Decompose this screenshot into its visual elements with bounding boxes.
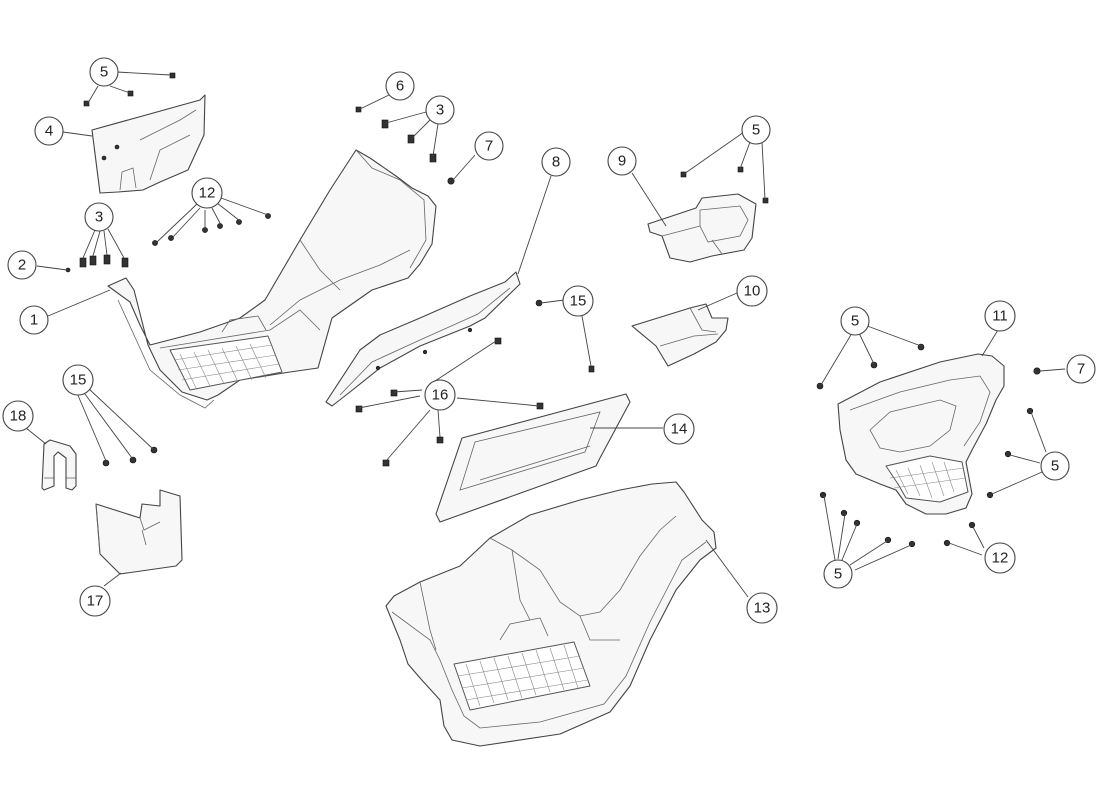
callout-18: 18 (2, 400, 34, 432)
callout-11: 11 (984, 300, 1016, 332)
callout-label: 6 (396, 78, 404, 95)
callout-12: 12 (984, 542, 1016, 574)
callout-5: 5 (1040, 451, 1070, 481)
callouts: 5 4 6 3 7 8 9 5 12 3 2 1 15 10 5 11 7 15… (2, 57, 1096, 624)
callout-15: 15 (562, 285, 594, 317)
callout-label: 7 (1077, 361, 1085, 378)
part-18-u-strap (41, 439, 77, 491)
callout-label: 3 (95, 209, 103, 226)
callout-label: 5 (752, 122, 760, 139)
callout-14: 14 (663, 413, 695, 445)
callout-5: 5 (89, 57, 119, 87)
callout-label: 18 (10, 408, 27, 425)
callout-1: 1 (19, 305, 49, 335)
callout-9: 9 (607, 146, 637, 176)
callout-5: 5 (823, 559, 853, 589)
callout-label: 3 (436, 102, 444, 119)
callout-label: 12 (199, 185, 216, 202)
callout-label: 12 (992, 550, 1009, 567)
callout-7: 7 (474, 131, 504, 161)
callout-label: 14 (671, 421, 688, 438)
callout-label: 13 (754, 600, 771, 617)
callout-5: 5 (741, 115, 771, 145)
part-10-cover-plate (631, 303, 729, 367)
callout-label: 15 (70, 372, 87, 389)
part-4-inner-panel (91, 94, 206, 194)
callout-3: 3 (425, 95, 455, 125)
callout-4: 4 (34, 116, 64, 146)
callout-label: 8 (552, 154, 560, 171)
callout-8: 8 (541, 147, 571, 177)
callout-label: 17 (87, 593, 104, 610)
callout-16: 16 (424, 379, 456, 411)
callout-label: 4 (45, 123, 53, 140)
callout-10: 10 (736, 275, 768, 307)
callout-7: 7 (1066, 354, 1096, 384)
callout-5: 5 (840, 306, 870, 336)
part-8-side-strip (325, 271, 521, 407)
callout-label: 5 (1051, 458, 1059, 475)
callout-label: 15 (570, 293, 587, 310)
callout-label: 16 (432, 387, 449, 404)
callout-2: 2 (7, 250, 37, 280)
part-11-right-floor-panel (837, 353, 1005, 515)
fasteners (65, 72, 1041, 548)
callout-label: 7 (485, 138, 493, 155)
callout-label: 5 (100, 64, 108, 81)
part-17-bin-bracket (95, 489, 183, 575)
callout-label: 2 (18, 257, 26, 274)
part-9-bracket-tray (647, 193, 757, 263)
callout-3: 3 (84, 202, 114, 232)
callout-label: 5 (834, 566, 842, 583)
part-1-left-floor-panel (107, 149, 437, 409)
callout-17: 17 (79, 585, 111, 617)
callout-label: 1 (30, 312, 38, 329)
callout-15: 15 (62, 364, 94, 396)
callout-label: 10 (744, 283, 761, 300)
callout-label: 5 (851, 313, 859, 330)
callout-label: 11 (992, 308, 1008, 325)
part-13-right-floor-panel (385, 481, 717, 747)
callout-12: 12 (191, 177, 223, 209)
leader-lines (25, 71, 1066, 598)
callout-6: 6 (385, 71, 415, 101)
callout-13: 13 (746, 592, 778, 624)
part-14-storage-lid (435, 393, 631, 523)
callout-label: 9 (618, 153, 626, 170)
